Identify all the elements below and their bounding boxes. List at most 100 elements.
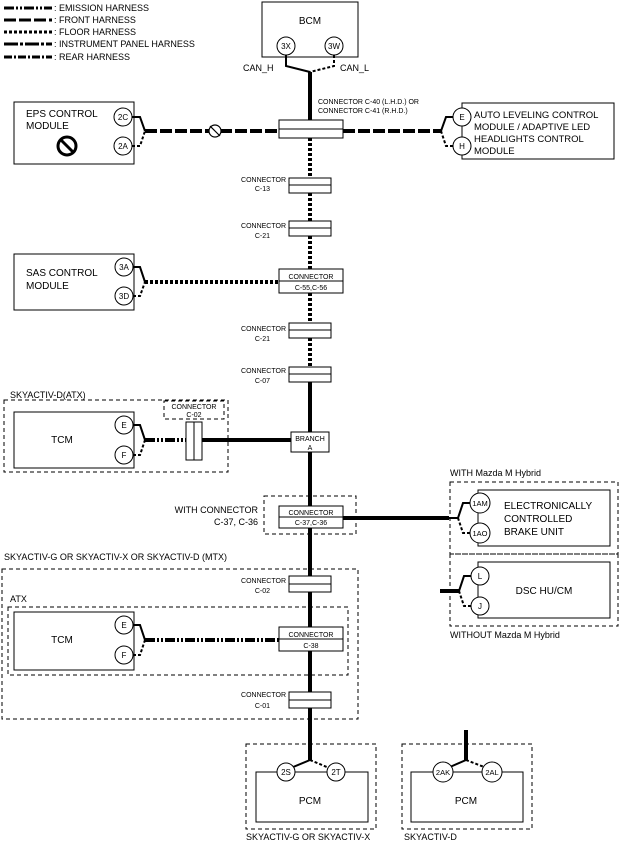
brake-unit-label-2: CONTROLLED bbox=[504, 514, 572, 525]
dsc-pin-l-label: L bbox=[478, 572, 483, 581]
connector-c07-label-2: C-07 bbox=[255, 378, 270, 385]
dsc-module: DSC HU/CM L J bbox=[470, 561, 611, 619]
legend-floor-label: : FLOOR HARNESS bbox=[54, 27, 136, 37]
tcm-upper-box bbox=[13, 411, 135, 469]
tcm-upper-pin-f-label: F bbox=[122, 451, 127, 460]
main-connector-label-1: CONNECTOR C-40 (L.H.D.) OR bbox=[318, 99, 419, 106]
sas-pin-3a-label: 3A bbox=[119, 263, 129, 272]
connector-c21-lower: CONNECTOR C-21 bbox=[241, 322, 332, 343]
pcm-d-pin-2al-label: 2AL bbox=[485, 768, 498, 777]
sas-box bbox=[13, 253, 135, 311]
brake-unit-pin-1ao-label: 1AO bbox=[472, 529, 487, 538]
connector-c37-label-2: C-37,C-36 bbox=[295, 520, 327, 527]
eps-pin-2a-label: 2A bbox=[118, 142, 128, 151]
pcm-g-pin-2t bbox=[326, 762, 346, 782]
sas-pin-3d-label: 3D bbox=[119, 292, 129, 301]
skyactiv-g-group bbox=[1, 568, 359, 720]
brake-unit: ELECTRONICALLY CONTROLLED BRAKE UNIT 1AM… bbox=[469, 489, 611, 547]
bcm-pin-3w-label: 3W bbox=[328, 42, 340, 51]
sas-label-1: SAS CONTROL bbox=[26, 268, 98, 279]
pcm-d-pin-2al bbox=[481, 761, 503, 783]
connector-c21-lower-label-1: CONNECTOR bbox=[241, 326, 286, 333]
connector-c01: CONNECTOR C-01 bbox=[241, 691, 332, 710]
pcm-g-box bbox=[255, 771, 369, 823]
can-l-label: CAN_L bbox=[340, 63, 369, 73]
brake-unit-box bbox=[477, 489, 611, 547]
connector-c37: CONNECTOR C-37,C-36 bbox=[278, 505, 344, 529]
main-connector-label-2: CONNECTOR C-41 (R.H.D.) bbox=[318, 108, 408, 115]
connector-c38: CONNECTOR C-38 bbox=[278, 626, 344, 652]
tcm-lower-label: TCM bbox=[51, 635, 73, 646]
connector-c55-label-1: CONNECTOR bbox=[289, 274, 334, 281]
eps-pin-2c-label: 2C bbox=[118, 113, 128, 122]
connector-c21-upper: CONNECTOR C-21 bbox=[241, 220, 332, 240]
tcm-lower-pin-e-label: E bbox=[121, 621, 126, 630]
eps-module: EPS CONTROL MODULE 2C 2A bbox=[13, 101, 135, 165]
tcm-lower-box bbox=[13, 611, 135, 671]
bcm-pin-3x-label: 3X bbox=[281, 42, 291, 51]
legend: : EMISSION HARNESS : FRONT HARNESS : FLO… bbox=[4, 3, 195, 62]
pcm-d: PCM 2AK 2AL bbox=[410, 761, 524, 823]
tcm-upper-label: TCM bbox=[51, 435, 73, 446]
pcm-d-pin-2ak bbox=[432, 761, 454, 783]
connector-c07-label-1: CONNECTOR bbox=[241, 368, 286, 375]
legend-instrument-label: : INSTRUMENT PANEL HARNESS bbox=[54, 39, 195, 49]
connector-c02-lower-label-1: CONNECTOR bbox=[241, 578, 286, 585]
atx-group bbox=[7, 606, 349, 676]
connector-c07: CONNECTOR C-07 bbox=[241, 366, 332, 385]
pcm-g-pin-2s-label: 2S bbox=[281, 768, 291, 777]
dsc-box bbox=[477, 561, 611, 619]
connector-c13-label-2: C-13 bbox=[255, 186, 270, 193]
connector-c21-lower-label-2: C-21 bbox=[255, 336, 270, 343]
connector-c38-label-1: CONNECTOR bbox=[289, 632, 334, 639]
legend-emission-label: : EMISSION HARNESS bbox=[54, 3, 149, 13]
pcm-g-group bbox=[245, 743, 377, 830]
auto-leveling-pin-e-label: E bbox=[459, 113, 464, 122]
connector-c55: CONNECTOR C-55,C-56 bbox=[278, 268, 344, 294]
auto-leveling-module: AUTO LEVELING CONTROL MODULE / ADAPTIVE … bbox=[452, 102, 615, 160]
tcm-lower-pin-f-label: F bbox=[122, 651, 127, 660]
skyactiv-d-atx-title: SKYACTIV-D(ATX) bbox=[10, 390, 86, 400]
connector-c01-label-2: C-01 bbox=[255, 703, 270, 710]
connector-c02-upper-label-2: C-02 bbox=[186, 412, 201, 419]
legend-rear-label: : REAR HARNESS bbox=[54, 52, 130, 62]
skyactiv-d-atx-group bbox=[3, 399, 229, 473]
eps-label-2: MODULE bbox=[26, 121, 69, 132]
brake-unit-pin-1am-label: 1AM bbox=[472, 499, 487, 508]
bcm-label: BCM bbox=[299, 16, 321, 27]
mazda-hybrid-without-label: WITHOUT Mazda M Hybrid bbox=[450, 630, 560, 640]
connector-c21-upper-label-2: C-21 bbox=[255, 233, 270, 240]
connector-c02-upper bbox=[185, 421, 203, 461]
pcm-d-pin-2ak-label: 2AK bbox=[436, 768, 450, 777]
pcm-g-label: PCM bbox=[299, 796, 321, 807]
with-connector-label-2: C-37, C-36 bbox=[214, 517, 258, 527]
pcm-d-group-label: SKYACTIV-D bbox=[404, 832, 457, 842]
connector-c21-upper-label-1: CONNECTOR bbox=[241, 223, 286, 230]
pcm-g-pin-2s bbox=[276, 762, 296, 782]
bcm-module: BCM 3X 3W CAN_H CAN_L bbox=[243, 1, 369, 73]
connector-c13: CONNECTOR C-13 bbox=[241, 177, 332, 194]
legend-front-label: : FRONT HARNESS bbox=[54, 15, 136, 25]
auto-leveling-box bbox=[461, 102, 615, 160]
mazda-hybrid-with-label: WITH Mazda M Hybrid bbox=[450, 468, 541, 478]
connector-c02-lower: CONNECTOR C-02 bbox=[241, 575, 332, 595]
dsc-pin-j-label: J bbox=[478, 602, 482, 611]
pcm-d-label: PCM bbox=[455, 796, 477, 807]
branch-a: BRANCH A bbox=[290, 431, 330, 453]
tcm-upper: TCM E F bbox=[13, 411, 135, 469]
auto-leveling-label-3: HEADLIGHTS CONTROL bbox=[474, 134, 584, 145]
pcm-g: PCM 2S 2T bbox=[255, 762, 369, 823]
connector-c01-label-1: CONNECTOR bbox=[241, 692, 286, 699]
tcm-lower: TCM E F bbox=[13, 611, 135, 671]
brake-unit-label-3: BRAKE UNIT bbox=[504, 527, 564, 538]
branch-a-label-2: A bbox=[308, 445, 313, 452]
sas-module: SAS CONTROL MODULE 3A 3D bbox=[13, 253, 135, 311]
auto-leveling-label-2: MODULE / ADAPTIVE LED bbox=[474, 122, 590, 133]
skyactiv-g-title: SKYACTIV-G OR SKYACTIV-X OR SKYACTIV-D (… bbox=[4, 552, 227, 562]
connector-c13-label-1: CONNECTOR bbox=[241, 177, 286, 184]
auto-leveling-label-1: AUTO LEVELING CONTROL bbox=[474, 110, 598, 121]
pcm-d-box bbox=[410, 771, 524, 823]
bcm-box bbox=[261, 1, 359, 58]
brake-unit-label-1: ELECTRONICALLY bbox=[504, 501, 593, 512]
